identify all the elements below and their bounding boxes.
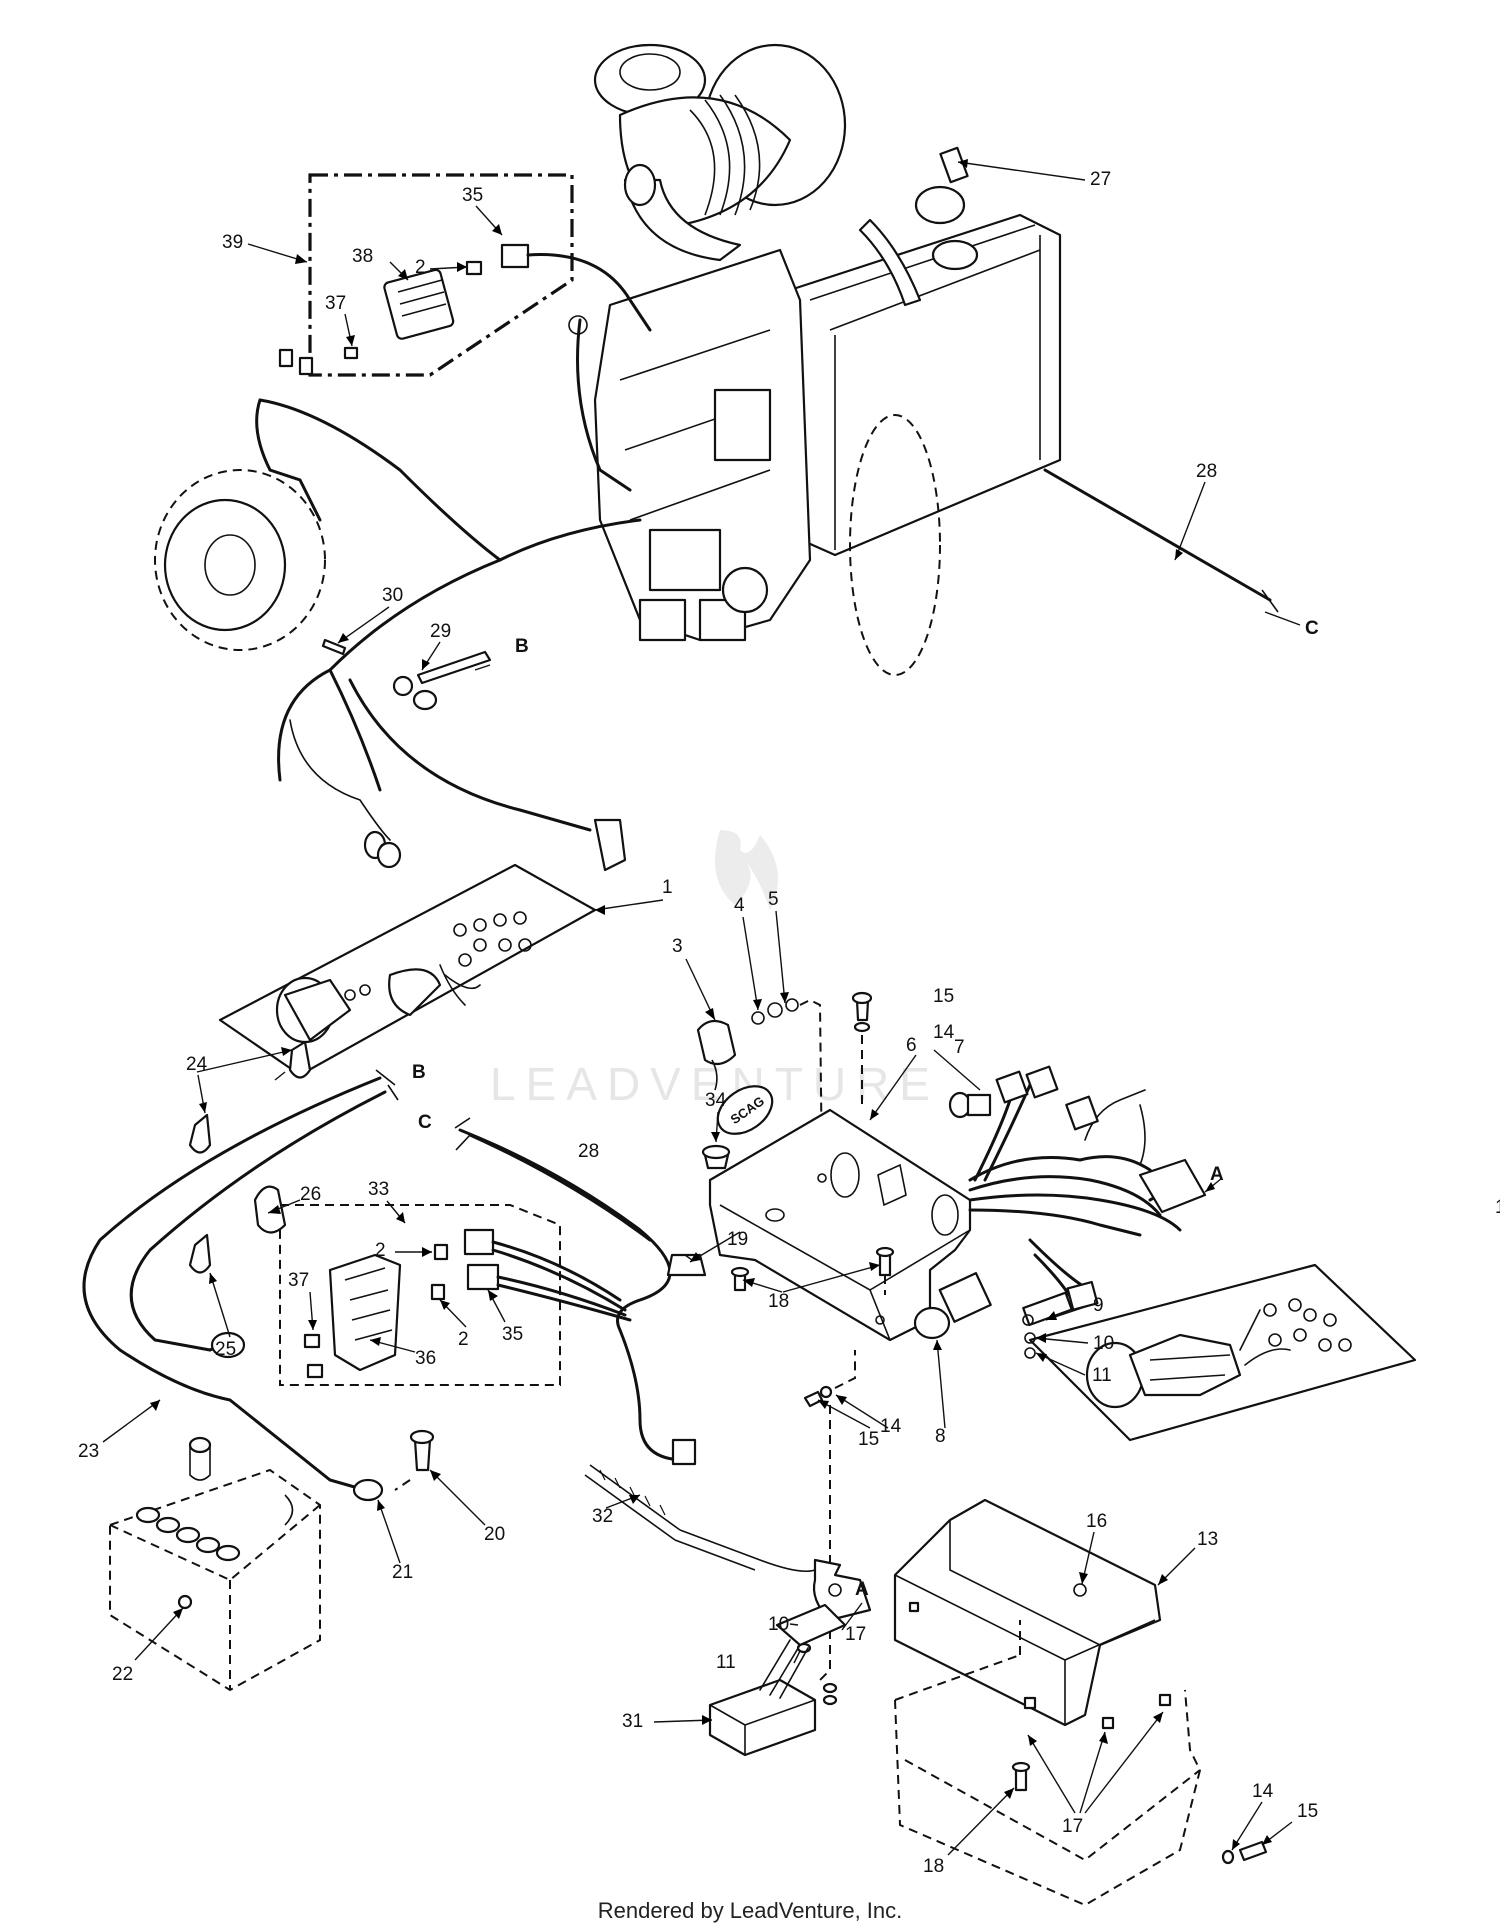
callout-14-box: 14 [1252, 1781, 1274, 1802]
callout-5: 5 [768, 889, 779, 910]
callout-38: 38 [352, 246, 373, 267]
callout-15-box: 15 [1297, 1801, 1318, 1822]
kit-33-outline [279, 1204, 632, 1386]
leader-lines [102, 159, 1301, 1856]
bolt-30-and-clamp-29 [321, 638, 492, 711]
callout-26: 26 [300, 1184, 321, 1205]
dash-harness [968, 1065, 1207, 1359]
callout-10: 10 [1093, 1333, 1114, 1354]
callout-1: 1 [662, 877, 673, 898]
callout-25: 25 [215, 1339, 236, 1360]
callout-37: 37 [325, 293, 346, 314]
callout-2-c: 2 [458, 1329, 469, 1350]
callout-2: 2 [415, 257, 426, 278]
gauge-kit-1 [218, 863, 597, 1077]
callout-20: 20 [484, 1524, 505, 1545]
watermark-text: LEADVENTURE [490, 1058, 940, 1110]
ref-c-lower: C [418, 1112, 432, 1133]
callout-11: 11 [1092, 1365, 1112, 1386]
battery [109, 1436, 321, 1692]
dash-bracket-6 [708, 1108, 972, 1342]
callout-35-b: 35 [502, 1324, 523, 1345]
callout-16: 16 [1086, 1511, 1107, 1532]
callout-10-lower: 10 [768, 1614, 789, 1635]
callout-30: 30 [382, 585, 403, 606]
module-31 [708, 1603, 847, 1757]
footer-credit: Rendered by LeadVenture, Inc. [597, 1898, 903, 1923]
callout-2-b: 2 [375, 1240, 386, 1261]
callout-28: 28 [1196, 461, 1217, 482]
battery-box-13 [893, 1498, 1202, 1907]
callout-28-lower: 28 [578, 1141, 599, 1162]
callout-32: 32 [592, 1506, 613, 1527]
callout-24: 24 [186, 1054, 208, 1075]
callout-31: 31 [622, 1711, 643, 1732]
ref-c-upper: C [1305, 618, 1319, 639]
callout-18: 18 [768, 1291, 789, 1312]
engine [154, 43, 1062, 676]
callout-19: 19 [727, 1229, 748, 1250]
ref-b-lower: B [412, 1062, 426, 1083]
kit-39-outline [308, 173, 652, 377]
callout-36: 36 [415, 1348, 436, 1369]
ref-a-upper: A [1210, 1164, 1224, 1185]
callout-8: 8 [935, 1426, 946, 1447]
callout-34: 34 [705, 1090, 727, 1111]
callout-14-mid: 14 [880, 1416, 902, 1437]
callout-17-lower: 17 [845, 1624, 866, 1645]
gauge-kit-12 [1028, 1263, 1417, 1442]
callout-14-top: 14 [933, 1022, 955, 1043]
callout-7: 7 [954, 1037, 965, 1058]
callout-15-top: 15 [933, 986, 954, 1007]
callout-3: 3 [672, 936, 683, 957]
upper-harness [255, 315, 642, 872]
callout-21: 21 [392, 1562, 413, 1583]
callout-22: 22 [112, 1664, 133, 1685]
callout-37-b: 37 [288, 1270, 309, 1291]
callout-13: 13 [1197, 1529, 1218, 1550]
callout-12: 12 [1495, 1197, 1500, 1218]
callout-39: 39 [222, 232, 243, 253]
callout-29: 29 [430, 621, 451, 642]
callouts: 39 35 38 2 37 27 28 C 30 29 B 1 3 4 5 15… [78, 169, 1500, 1877]
callout-4: 4 [734, 895, 745, 916]
callout-23: 23 [78, 1441, 99, 1462]
callout-35: 35 [462, 185, 483, 206]
callout-17-box: 17 [1062, 1816, 1083, 1837]
callout-33: 33 [368, 1179, 389, 1200]
callout-9: 9 [1093, 1295, 1104, 1316]
callout-11-lower: 11 [716, 1652, 736, 1673]
watermark: LEADVENTURE [490, 830, 940, 1110]
callout-27: 27 [1090, 169, 1111, 190]
callout-6: 6 [906, 1035, 917, 1056]
ref-a-lower: A [855, 1579, 869, 1600]
callout-18-box: 18 [923, 1856, 944, 1877]
ref-b-upper: B [515, 636, 529, 657]
callout-15-mid: 15 [858, 1429, 879, 1450]
key-switch-area: SCAG [696, 998, 823, 1176]
